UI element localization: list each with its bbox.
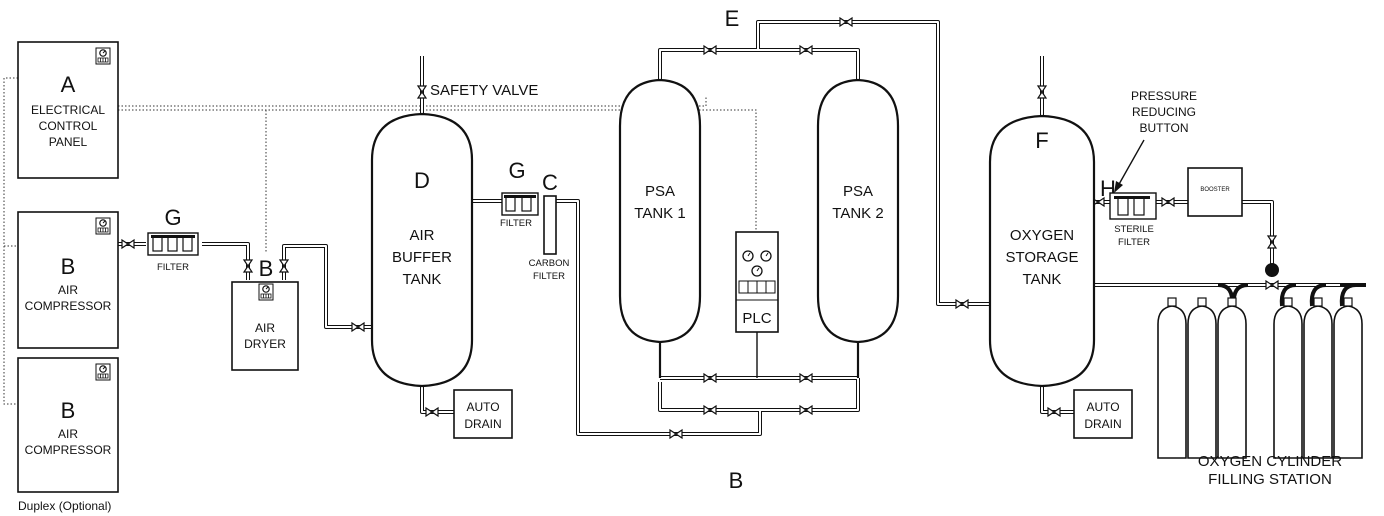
pressure-arrow-icon xyxy=(1114,139,1145,193)
oxygen-cylinder xyxy=(1273,297,1303,459)
dryer-line1: AIR xyxy=(255,321,275,335)
compressor2-line2: COMPRESSOR xyxy=(25,443,112,457)
electrical-control-panel xyxy=(17,41,119,179)
carbon-filter-line2: FILTER xyxy=(533,271,565,282)
gauge-icon xyxy=(95,217,111,235)
oxygen-cylinder xyxy=(1333,297,1363,459)
auto-drain-2 xyxy=(1073,389,1133,439)
buffer-tank-letter: D xyxy=(414,168,430,193)
auto-drain2-line2: DRAIN xyxy=(1084,417,1121,431)
carbon-filter-letter: C xyxy=(542,170,558,195)
buffer-tank-line3: TANK xyxy=(403,271,442,288)
carbon-filter-line1: CARBON xyxy=(529,258,570,269)
compressor1-line1: AIR xyxy=(58,283,78,297)
filter1-unit xyxy=(147,232,199,256)
auto-drain2-line1: AUTO xyxy=(1086,400,1119,414)
psa1-line1: PSA xyxy=(645,183,675,200)
pressure-button-line1: PRESSURE xyxy=(1131,89,1197,103)
compressor1-line2: COMPRESSOR xyxy=(25,299,112,313)
auto-drain-1 xyxy=(453,389,513,439)
plc-unit xyxy=(735,231,779,378)
buffer-tank-line1: AIR xyxy=(409,227,434,244)
booster-label: BOOSTER xyxy=(1200,187,1230,193)
oxygen-tank-letter: F xyxy=(1035,128,1048,153)
psa2-line1: PSA xyxy=(843,183,873,200)
control-wiring xyxy=(3,77,757,405)
gauge-icon xyxy=(258,283,274,301)
cylinder-bank-left xyxy=(1157,297,1247,459)
cylinder-bank-right xyxy=(1273,297,1363,459)
sterile-filter-unit xyxy=(1109,192,1157,220)
manifold-junction xyxy=(1265,263,1279,277)
auto-drain1-line2: DRAIN xyxy=(464,417,501,431)
oxygen-cylinder xyxy=(1217,297,1247,459)
oxygen-tank-line3: TANK xyxy=(1023,271,1062,288)
gauge-icon xyxy=(95,47,111,65)
oxygen-cylinder xyxy=(1303,297,1333,459)
air-buffer-tank xyxy=(370,112,474,388)
filter1-letter: G xyxy=(164,205,181,230)
panel-letter: A xyxy=(61,72,76,97)
letter-e: E xyxy=(725,6,740,31)
panel-line1: ELECTRICAL xyxy=(31,103,105,117)
compressor2-letter: B xyxy=(61,398,76,423)
duplex-note: Duplex (Optional) xyxy=(18,499,111,513)
buffer-tank-line2: BUFFER xyxy=(392,249,452,266)
dryer-line2: DRYER xyxy=(244,337,286,351)
letter-b-bottom: B xyxy=(729,468,744,493)
panel-line3: PANEL xyxy=(49,135,88,149)
air-compressor-1 xyxy=(17,211,119,349)
psa-tank-1 xyxy=(618,78,702,344)
filling-station-line2: FILLING STATION xyxy=(1208,471,1332,488)
filling-station-line1: OXYGEN CYLINDER xyxy=(1198,453,1342,470)
compressor1-letter: B xyxy=(61,254,76,279)
safety-valve-label: SAFETY VALVE xyxy=(430,82,538,99)
filter2-unit xyxy=(501,192,539,216)
psa1-line2: TANK 1 xyxy=(634,205,685,222)
oxygen-storage-tank xyxy=(988,114,1096,388)
sterile-filter-line2: FILTER xyxy=(1118,237,1150,248)
gauge-icon xyxy=(95,363,111,381)
oxygen-cylinder xyxy=(1187,297,1217,459)
auto-drain1-line1: AUTO xyxy=(466,400,499,414)
panel-line2: CONTROL xyxy=(39,119,98,133)
pressure-button-line3: BUTTON xyxy=(1139,121,1188,135)
plc-label: PLC xyxy=(742,310,771,327)
oxygen-tank-line2: STORAGE xyxy=(1005,249,1078,266)
psa-tank-2 xyxy=(816,78,900,344)
carbon-filter xyxy=(543,195,557,255)
psa2-line2: TANK 2 xyxy=(832,205,883,222)
filter1-label: FILTER xyxy=(157,262,189,273)
sterile-filter-line1: STERILE xyxy=(1114,224,1154,235)
booster-box xyxy=(1187,167,1243,217)
pressure-button-line2: REDUCING xyxy=(1132,105,1196,119)
filter2-letter: G xyxy=(508,158,525,183)
oxygen-tank-line1: OXYGEN xyxy=(1010,227,1074,244)
dryer-letter: B xyxy=(259,256,274,281)
filter2-label: FILTER xyxy=(500,218,532,229)
oxygen-cylinder xyxy=(1157,297,1187,459)
compressor2-line1: AIR xyxy=(58,427,78,441)
